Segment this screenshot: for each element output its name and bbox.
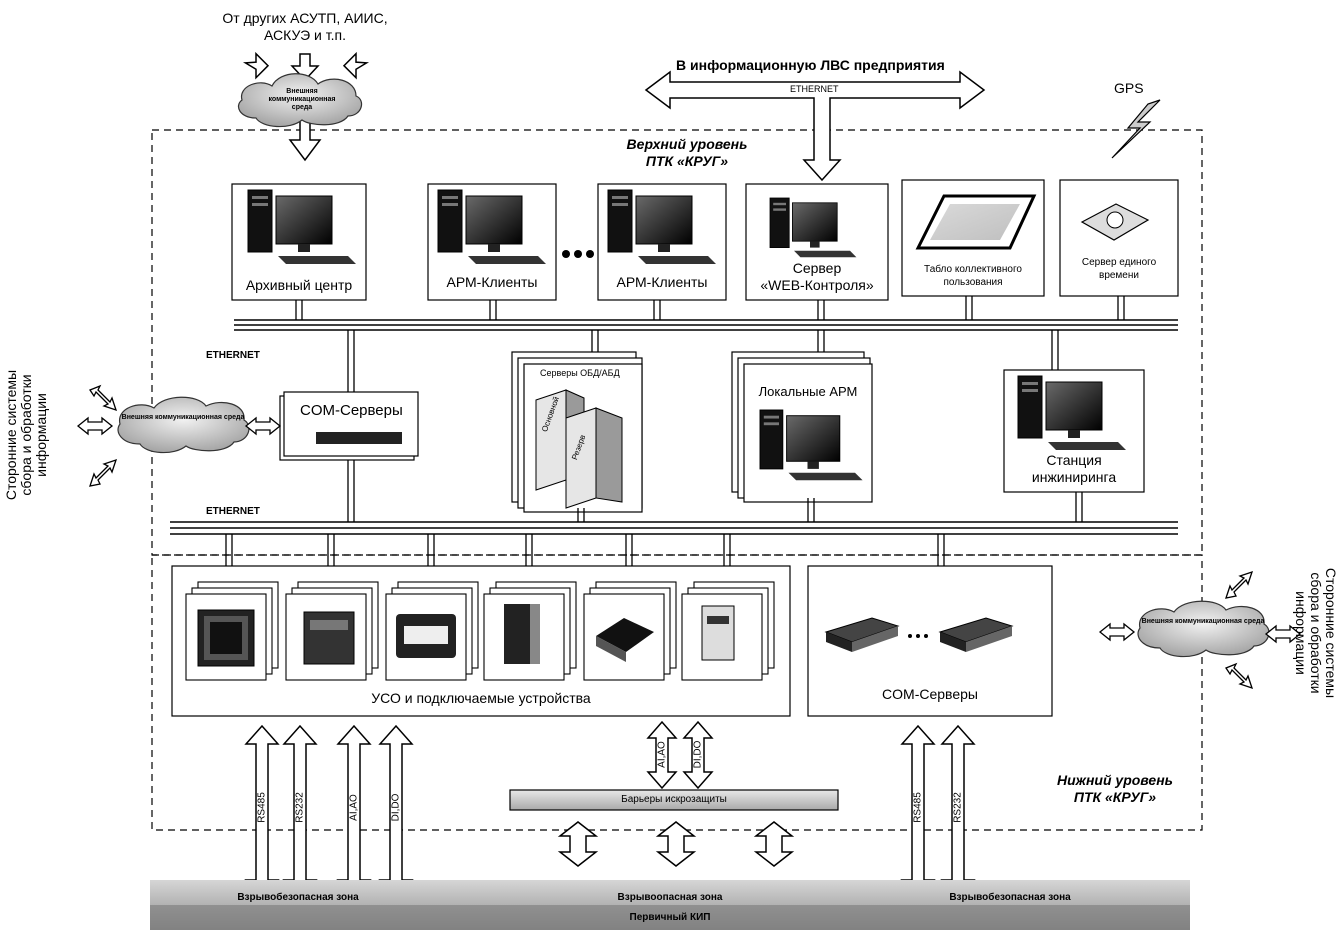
gps-bolt-icon <box>1111 99 1161 159</box>
other-systems-line1: От других АСУТП, АИИС, <box>222 10 388 26</box>
time-label: Сервер единого времени <box>1060 256 1178 282</box>
lower-level-line2: ПТК «КРУГ» <box>1073 789 1157 805</box>
com-server-device-icon <box>316 432 402 444</box>
web-label: Сервер «WEB-Контроля» <box>746 260 888 294</box>
lan-ethernet-label: ETHERNET <box>790 84 839 94</box>
right-side-line3: информации <box>1293 591 1309 675</box>
upper-level-frame <box>151 129 1203 556</box>
top-cloud-line1: Внешняя <box>286 88 318 95</box>
top-cloud-label: Внешняя коммуникационная среда <box>242 88 362 112</box>
uso-device-4-icon <box>504 604 540 664</box>
obd-servers-icon <box>535 389 623 509</box>
right-cloud <box>1137 600 1270 658</box>
arrow-aiao2-label: AI,AO <box>656 741 668 768</box>
eng-line2: инжиниринга <box>1031 469 1117 485</box>
local-arm-label: Локальные АРМ <box>758 384 858 399</box>
uso-device-3-icon <box>396 614 456 658</box>
arm1-label: АРМ-Клиенты <box>446 274 538 290</box>
arrow-rs485-right-label: RS485 <box>912 792 924 823</box>
top-cloud-line3: среда <box>291 104 313 111</box>
upper-level-label: Верхний уровень ПТК «КРУГ» <box>602 136 772 170</box>
right-side-label: Сторонние системы сбора и обработки инфо… <box>1292 558 1337 708</box>
right-cloud-label: Внешняя коммуникационная среда <box>1141 618 1265 625</box>
upper-level-line1: Верхний уровень <box>626 136 748 152</box>
obd-servers-label: Серверы ОБД/АБД <box>540 368 620 378</box>
lan-arrow <box>644 70 986 182</box>
uso-device-6-icon <box>701 605 735 661</box>
web-line2: «WEB-Контроля» <box>760 277 874 293</box>
archive-label: Архивный центр <box>245 277 353 293</box>
lower-level-line1: Нижний уровень <box>1057 772 1173 788</box>
arm2-label: АРМ-Клиенты <box>616 274 708 290</box>
left-cloud <box>117 396 250 454</box>
com-servers-label: COM-Серверы <box>300 402 403 419</box>
barriers-bar <box>509 789 839 811</box>
top-cloud <box>237 73 363 128</box>
zone-hazard: Взрывоопасная зона <box>617 892 723 903</box>
eng-line1: Станция <box>1046 452 1102 468</box>
left-side-line3: информации <box>33 393 49 477</box>
arrow-rs232-right-label: RS232 <box>952 792 964 823</box>
zone-safe-right: Взрывобезопасная зона <box>949 892 1071 903</box>
arrow-rs232-label: RS232 <box>294 792 306 823</box>
uso-label: УСО и подключаемые устройства <box>371 690 591 706</box>
lower-com-device-icon <box>824 617 1014 652</box>
other-systems-line2: АСКУЭ и т.п. <box>264 27 346 43</box>
arrow-aiao-label: AI,AO <box>348 794 360 821</box>
time-line2: времени <box>1099 270 1139 281</box>
right-side-line1: Сторонние системы <box>1323 567 1337 699</box>
ethernet-bus-2-label: ETHERNET <box>206 506 260 517</box>
right-side-line2: сбора и обработки <box>1308 572 1324 694</box>
left-side-line1: Сторонние системы <box>3 369 19 501</box>
uso-device-1-icon <box>197 609 255 667</box>
uso-device-5-icon <box>596 618 654 662</box>
upper-level-line2: ПТК «КРУГ» <box>645 153 729 169</box>
lower-vertical-arrows <box>244 720 976 900</box>
left-side-line2: сбора и обработки <box>18 374 34 496</box>
lower-com-label: COM-Серверы <box>882 686 978 702</box>
other-systems-label: От других АСУТП, АИИС, АСКУЭ и т.п. <box>198 10 412 44</box>
com-servers-frame <box>283 391 419 457</box>
time-frame <box>1059 179 1179 297</box>
lower-level-label: Нижний уровень ПТК «КРУГ» <box>1040 772 1190 806</box>
time-line1: Сервер единого <box>1081 257 1157 268</box>
zone-safe-left: Взрывобезопасная зона <box>237 892 359 903</box>
uso-device-2-icon <box>303 611 355 665</box>
top-cloud-line2: коммуникационная <box>268 96 336 103</box>
zone-kip: Первичный КИП <box>629 912 711 923</box>
arrow-dido-label: DI,DO <box>390 793 402 822</box>
lan-title: В информационную ЛВС предприятия <box>676 57 945 73</box>
barriers-label: Барьеры искрозащиты <box>621 794 727 805</box>
arrow-dido2-label: DI,DO <box>692 740 704 769</box>
tablo-line2: пользования <box>943 277 1003 288</box>
arrow-rs485-label: RS485 <box>256 792 268 823</box>
tablo-label: Табло коллективного пользования <box>902 263 1044 289</box>
ethernet-bus-1-label: ETHERNET <box>206 350 260 361</box>
tablo-line1: Табло коллективного <box>924 264 1022 275</box>
gps-label: GPS <box>1114 80 1144 96</box>
left-cloud-label: Внешняя коммуникационная среда <box>121 414 245 421</box>
eng-label: Станция инжиниринга <box>1004 452 1144 486</box>
left-side-label: Сторонние системы сбора и обработки инфо… <box>3 360 50 510</box>
web-line1: Сервер <box>792 260 842 276</box>
